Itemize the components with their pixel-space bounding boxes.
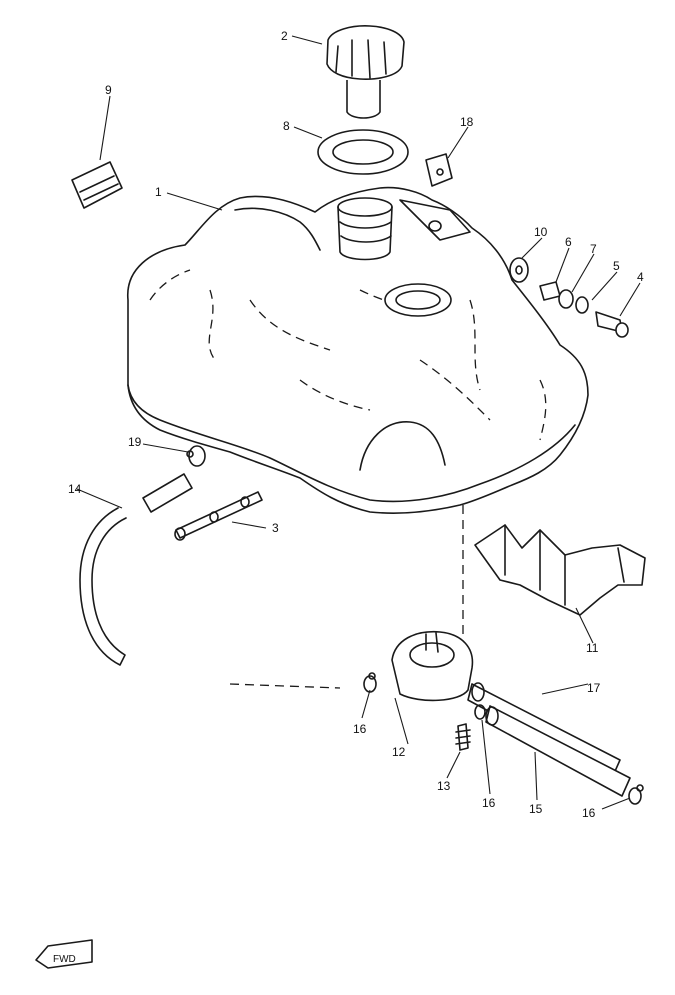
callout-3: 3 xyxy=(272,521,279,535)
fuel-cap xyxy=(326,25,405,119)
breather-assembly xyxy=(79,445,263,666)
callout-6: 6 xyxy=(565,235,572,249)
callout-12: 12 xyxy=(392,745,406,759)
callout-5: 5 xyxy=(613,259,620,273)
callout-18: 18 xyxy=(460,115,474,129)
forward-direction-marker: FWD xyxy=(35,939,93,969)
callout-9: 9 xyxy=(105,83,112,97)
tank-bracket xyxy=(425,153,453,187)
callout-17: 17 xyxy=(587,681,601,695)
callout-11: 11 xyxy=(586,641,599,655)
callout-2: 2 xyxy=(281,29,288,43)
fuel-cock xyxy=(391,630,474,751)
callout-16-b: 16 xyxy=(482,796,496,810)
callout-8: 8 xyxy=(283,119,290,133)
forward-label: FWD xyxy=(53,954,76,965)
arrow-left-icon xyxy=(35,939,93,969)
callout-10: 10 xyxy=(534,225,548,239)
filler-gasket xyxy=(317,129,409,175)
callout-16-c: 16 xyxy=(582,806,596,820)
fuel-hoses xyxy=(229,672,644,805)
callout-16-a: 16 xyxy=(353,722,367,736)
pump-opening xyxy=(384,283,452,317)
heat-protector xyxy=(474,524,646,616)
filler-neck xyxy=(337,197,393,261)
callout-14: 14 xyxy=(68,482,82,496)
callout-13: 13 xyxy=(437,779,451,793)
callout-15: 15 xyxy=(529,802,543,816)
callout-7: 7 xyxy=(590,242,597,256)
mounting-hardware xyxy=(509,257,629,338)
warning-label xyxy=(71,161,123,209)
fuel-tank xyxy=(127,186,589,514)
callout-1: 1 xyxy=(155,185,162,199)
leader-lines xyxy=(76,35,641,810)
callouts: 1 2 3 4 5 6 7 8 9 10 11 12 13 14 15 16 1… xyxy=(68,29,644,820)
callout-19: 19 xyxy=(128,435,142,449)
callout-4: 4 xyxy=(637,270,644,284)
